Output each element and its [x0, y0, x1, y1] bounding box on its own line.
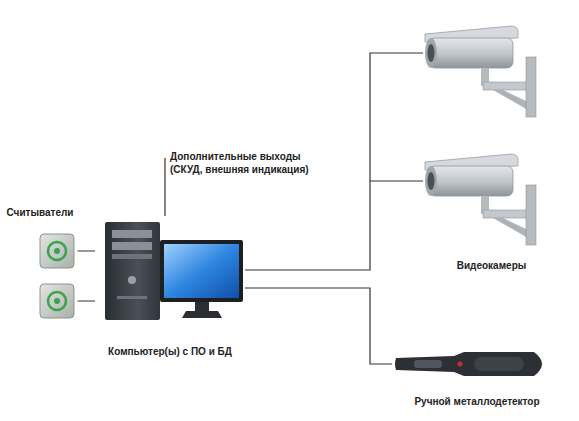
connector-line	[245, 288, 392, 364]
node-caption: Видеокамеры	[455, 259, 529, 272]
video-camera	[425, 26, 536, 117]
computer	[105, 222, 243, 320]
outputs-label: Дополнительные выходы (СКУД, внешняя инд…	[170, 150, 335, 176]
card-reader	[40, 284, 74, 318]
card-reader	[40, 234, 74, 268]
camera-group: Видеокамеры	[423, 8, 560, 272]
leader-line	[164, 158, 165, 216]
node-caption: Компьютер(ы) с ПО и БД	[106, 345, 234, 358]
node-caption: Считыватели	[4, 206, 75, 219]
node-caption: Ручной металлодетектор	[412, 395, 541, 408]
video-camera	[425, 154, 536, 245]
detector-node: Ручной металлодетектор	[392, 340, 562, 408]
metal-detector	[395, 352, 542, 376]
reader-group: Считыватели	[2, 206, 77, 326]
connector-line	[78, 251, 95, 301]
computer-node: Компьютер(ы) с ПО и БД	[95, 218, 245, 358]
